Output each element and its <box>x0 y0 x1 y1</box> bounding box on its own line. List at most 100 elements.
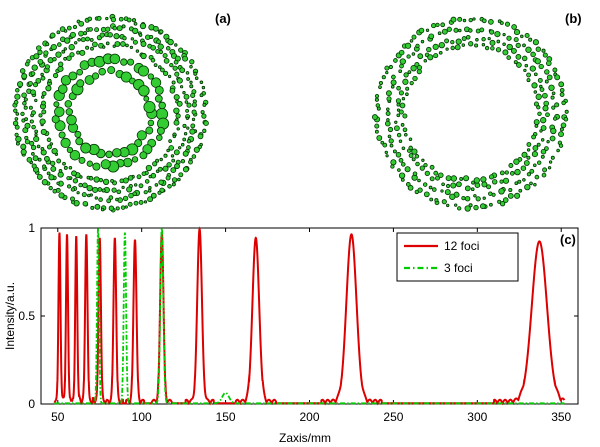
ring-dot <box>398 157 404 163</box>
legend-label-12-foci: 12 foci <box>444 239 479 253</box>
ring-dot <box>186 139 192 144</box>
ring-dot <box>489 29 495 35</box>
ring-dot <box>494 30 501 38</box>
ring-dot <box>98 197 103 202</box>
ring-dot <box>44 64 50 70</box>
ring-dot <box>405 182 411 187</box>
ring-dot <box>28 105 33 110</box>
ring-dot <box>437 31 442 36</box>
ring-dot <box>446 26 452 32</box>
ring-dot <box>100 207 105 212</box>
ring-dot <box>482 196 486 200</box>
ring-dot <box>41 91 47 97</box>
ring-dot <box>50 160 56 167</box>
ring-dot <box>65 108 73 116</box>
ring-dot <box>139 22 147 30</box>
ring-dot <box>446 203 450 208</box>
ring-dot <box>554 74 561 81</box>
ring-dot <box>394 120 398 124</box>
ring-dot <box>533 101 539 107</box>
ring-dot <box>431 187 437 192</box>
ring-dot <box>395 152 402 158</box>
ring-dot <box>564 109 569 114</box>
ring-dot <box>495 47 502 53</box>
ring-dot <box>411 157 416 162</box>
ring-dot <box>169 87 176 94</box>
ring-dot <box>454 203 458 207</box>
ring-dot <box>153 63 158 67</box>
ring-dot <box>528 37 533 42</box>
ring-dot <box>404 166 411 173</box>
ring-dot <box>393 58 398 63</box>
ring-dot <box>558 131 564 138</box>
ring-dot <box>26 156 33 163</box>
ring-dot <box>440 22 446 28</box>
ring-dot <box>433 53 439 59</box>
ring-dot <box>162 53 168 59</box>
ring-dot <box>544 79 549 84</box>
ring-dot <box>14 93 21 100</box>
ring-dot <box>408 153 414 159</box>
ring-dot <box>515 54 522 60</box>
ring-dot <box>105 16 109 21</box>
ring-dot <box>81 192 87 198</box>
ring-dot <box>68 44 75 51</box>
ring-dot <box>486 184 492 190</box>
ring-dot <box>533 90 538 94</box>
ring-dot <box>471 180 476 185</box>
ring-dot <box>47 57 54 64</box>
ring-dot <box>105 26 111 32</box>
ring-dot <box>186 126 190 130</box>
ring-dot <box>479 27 485 33</box>
ring-dot <box>40 128 47 135</box>
ring-dot <box>87 16 93 22</box>
ring-dot <box>34 98 38 103</box>
ring-dot <box>46 171 51 176</box>
ring-dot <box>543 100 549 107</box>
ring-dot <box>444 38 450 44</box>
ring-dot <box>20 111 25 117</box>
ring-dot <box>463 175 470 182</box>
ring-dot <box>166 148 170 153</box>
ring-dot <box>127 58 135 66</box>
ring-dot <box>386 107 390 112</box>
panel-a-ring-plot <box>12 13 209 213</box>
ring-dot <box>461 195 466 201</box>
ring-dot <box>385 70 389 75</box>
ring-dot <box>41 179 49 186</box>
ring-dot <box>189 59 195 65</box>
ring-dot <box>522 178 526 182</box>
ring-dot <box>89 37 94 42</box>
ring-dot <box>404 42 412 49</box>
ring-dot <box>530 51 536 58</box>
ring-dot <box>517 179 522 184</box>
ring-dot <box>165 175 171 181</box>
ring-dot <box>47 78 52 83</box>
ring-dot <box>423 191 430 198</box>
ring-dot <box>58 192 65 199</box>
ring-dot <box>548 84 555 91</box>
ring-dot <box>428 33 435 40</box>
ring-dot <box>40 147 45 151</box>
ring-dot <box>398 139 403 143</box>
ring-dot <box>384 150 388 155</box>
ring-dot <box>386 96 392 102</box>
ring-dot <box>58 131 66 139</box>
ring-dot <box>177 177 181 182</box>
ring-dot <box>180 159 186 164</box>
series-layer <box>53 225 566 406</box>
ring-dot <box>159 157 163 162</box>
ring-dot <box>455 38 462 45</box>
ring-dot <box>481 37 486 42</box>
ring-dot <box>488 191 493 196</box>
ring-dot <box>72 178 79 184</box>
ring-dot <box>147 196 154 203</box>
ring-dot <box>561 100 566 106</box>
ring-dot <box>154 183 159 187</box>
ring-dot <box>152 25 159 32</box>
ring-dot <box>190 92 196 98</box>
ring-dot <box>143 100 156 114</box>
ring-dot <box>404 133 408 137</box>
ring-dot <box>526 155 531 160</box>
ring-dot <box>31 64 38 71</box>
